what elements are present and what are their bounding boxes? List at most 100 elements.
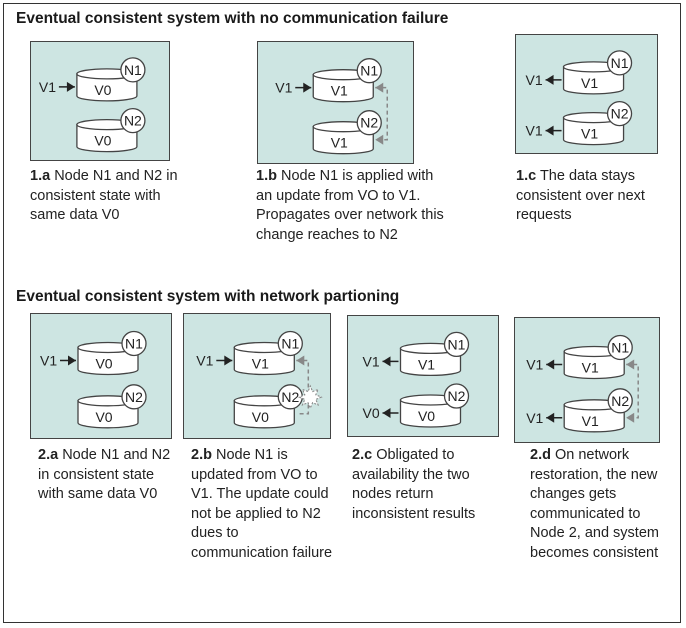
caption-2a-number: 2.a	[38, 447, 59, 463]
caption-2c-text: Obligated to availability the two nodes …	[352, 447, 476, 522]
node-2-cylinder: V0 N2	[233, 384, 303, 429]
node-1-node-circle	[120, 57, 146, 83]
request-value-2: V1	[526, 123, 543, 139]
node-2-node-circle	[121, 384, 147, 410]
node-2-node-circle	[606, 100, 633, 127]
caption-1b: 1.b Node N1 is applied with an update fr…	[256, 167, 446, 245]
node-2-value: V1	[582, 413, 599, 429]
node-2-cylinder-body	[233, 400, 295, 429]
node-2-node-label: N2	[448, 388, 466, 404]
node-2-node-label: N2	[611, 393, 629, 409]
request-value-1: V1	[275, 80, 292, 96]
node-2-value: V0	[94, 133, 111, 149]
request-value-2: V1	[526, 410, 543, 426]
node-1-node-circle	[443, 331, 470, 358]
propagation-arrow-head-bottom	[626, 412, 635, 423]
node-1-node-label: N1	[360, 63, 378, 79]
caption-1b-number: 1.b	[256, 168, 277, 184]
node-1-node-label: N1	[124, 62, 142, 78]
node-2-cylinder: V1 N2	[563, 388, 633, 433]
node-2-node-label: N2	[281, 389, 299, 405]
node-2-node-circle	[356, 110, 382, 136]
node-1-cylinder-body	[312, 74, 374, 103]
node-1-node-label: N1	[448, 336, 466, 352]
node-2-cylinder: V1 N2	[312, 110, 382, 155]
node-2-node-label: N2	[125, 389, 143, 405]
caption-2b: 2.b Node N1 is updated from VO to V1. Th…	[191, 446, 336, 563]
node-1-value: V1	[331, 83, 348, 99]
caption-1c: 1.c The data stays consistent over next …	[516, 167, 676, 226]
request-arrow-head-1	[546, 359, 555, 370]
request-arrow-head-2	[546, 412, 555, 423]
request-value-1: V1	[526, 72, 543, 88]
node-2-node-label: N2	[360, 115, 378, 131]
caption-1a-number: 1.a	[30, 168, 51, 184]
node-1-cylinder: V1 N1	[312, 58, 382, 103]
node-1-node-circle	[606, 50, 633, 76]
node-1-cylinder: V1 N1	[563, 334, 633, 380]
node-2-cylinder-body	[77, 400, 139, 429]
node-1-node-circle	[607, 334, 633, 361]
network-failure-burst	[297, 384, 323, 410]
request-arrow-head-1	[545, 74, 554, 85]
section-1-title: Eventual consistent system with no commu…	[16, 10, 449, 27]
node-2-value: V0	[95, 409, 112, 425]
node-2-value: V0	[252, 409, 269, 425]
node-2-value: V1	[331, 135, 348, 151]
node-1-cylinder-body	[77, 346, 139, 376]
node-1-value: V1	[252, 355, 269, 371]
request-value-2: V0	[363, 405, 380, 421]
node-2-cylinder: V0 N2	[399, 383, 470, 428]
node-2-node-circle	[120, 107, 146, 134]
caption-2c: 2.c Obligated to availability the two no…	[352, 446, 507, 524]
node-2-cylinder-body	[562, 116, 625, 146]
node-1-cylinder-body	[563, 350, 625, 380]
request-value-1: V1	[40, 352, 57, 368]
caption-2b-number: 2.b	[191, 447, 212, 463]
node-2-cylinder: V0 N2	[77, 384, 147, 429]
node-2-node-label: N2	[611, 106, 629, 122]
node-1-cylinder-body	[76, 73, 138, 102]
node-1-cylinder-body	[562, 66, 625, 95]
node-1-node-label: N1	[611, 339, 629, 355]
caption-1a-text: Node N1 and N2 in consistent state with …	[30, 168, 178, 223]
node-2-node-circle	[607, 388, 633, 414]
node-1-value: V1	[581, 75, 598, 91]
request-arrow-head-1	[66, 81, 75, 92]
caption-2d-number: 2.d	[530, 447, 551, 463]
caption-2a-text: Node N1 and N2 in consistent state with …	[38, 447, 171, 502]
caption-2c-number: 2.c	[352, 447, 373, 463]
node-1-node-circle	[121, 330, 147, 357]
node-1-node-circle	[356, 58, 382, 84]
caption-1c-text: The data stays consistent over next requ…	[516, 168, 645, 223]
node-2-value: V0	[418, 408, 435, 424]
propagation-arrow-head-top	[626, 359, 635, 370]
propagation-arrow	[375, 86, 388, 141]
request-arrow-head-2	[382, 408, 391, 418]
propagation-arrow-head-bottom	[375, 134, 384, 145]
node-2-cylinder-body	[563, 404, 625, 433]
caption-2d-text: On network restoration, the new changes …	[530, 447, 659, 561]
node-2-cylinder-body	[312, 126, 374, 155]
request-arrow-head-1	[68, 355, 76, 366]
request-arrow-head-1	[224, 355, 233, 366]
caption-1b-text: Node N1 is applied with an update from V…	[256, 168, 444, 243]
request-arrow-head-1	[382, 356, 391, 367]
node-1-value: V1	[582, 359, 599, 375]
